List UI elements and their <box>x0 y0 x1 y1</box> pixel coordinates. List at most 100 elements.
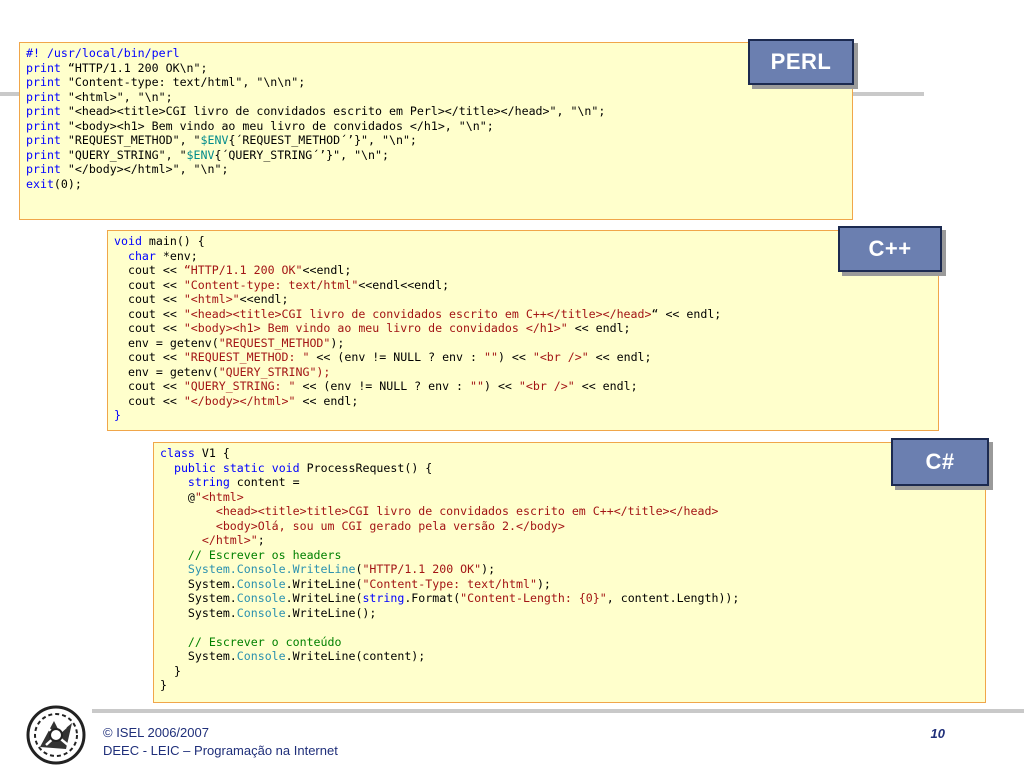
code-token: print <box>26 118 61 133</box>
code-line: print "QUERY_STRING", "$ENV{´QUERY_STRIN… <box>26 148 846 163</box>
cpp-label-badge: C++ <box>838 226 942 272</box>
code-token <box>216 461 223 475</box>
code-token: System. <box>160 605 237 620</box>
code-token: "<br />" <box>518 379 575 393</box>
code-token: <head><title>title>CGI livro de convidad… <box>160 504 719 518</box>
code-token: print <box>26 60 61 75</box>
code-token: $ENV <box>186 147 215 162</box>
footer-copyright: © ISEL 2006/2007 <box>103 725 209 740</box>
code-line: print "REQUEST_METHOD", "$ENV{´REQUEST_M… <box>26 133 846 148</box>
code-token: .WriteLine( <box>285 591 363 605</box>
code-line: print "</body></html>", "\n"; <box>26 162 846 177</box>
code-token <box>160 635 188 649</box>
cpp-code-block: void main() { char *env; cout << “HTTP/1… <box>107 230 939 431</box>
code-token: "QUERY_STRING"); <box>218 364 331 379</box>
code-token: <body>Olá, sou um CGI gerado pela versão… <box>160 518 565 533</box>
code-line: System.Console.WriteLine(string.Format("… <box>160 591 979 606</box>
code-token: "QUERY_STRING: " <box>183 379 296 393</box>
code-line: print “HTTP/1.1 200 OK\n"; <box>26 61 846 76</box>
code-token: << endl; <box>567 321 631 335</box>
code-token: @ <box>160 489 195 504</box>
code-token: ); <box>536 576 551 591</box>
code-token <box>160 475 188 489</box>
code-line: System.Console.WriteLine(); <box>160 606 979 621</box>
code-line: ​ <box>160 620 979 635</box>
code-token: Console <box>236 605 286 620</box>
code-token: {´REQUEST_METHOD´’}", "\n"; <box>228 133 417 147</box>
code-token: } <box>160 663 181 678</box>
code-token: “HTTP/1.1 200 OK\n"; <box>60 60 208 75</box>
bottom-divider <box>92 709 1024 713</box>
code-token: content = <box>229 475 300 489</box>
code-token: ); <box>330 335 345 350</box>
code-line: env = getenv("QUERY_STRING"); <box>114 365 932 380</box>
code-token: "HTTP/1.1 200 OK" <box>362 562 482 576</box>
code-token: ; <box>257 533 265 547</box>
code-token: << (env != NULL ? env : <box>295 379 471 393</box>
code-token: main() { <box>141 234 205 248</box>
code-line: } <box>114 408 932 423</box>
code-token <box>265 461 272 475</box>
code-line: char *env; <box>114 249 932 264</box>
code-token: , content.Length)); <box>606 591 740 605</box>
code-token: ( <box>355 562 363 576</box>
code-line: cout << "QUERY_STRING: " << (env != NULL… <box>114 379 932 394</box>
code-token: "</body></html>", "\n"; <box>60 162 229 176</box>
code-token: "<body><h1> Bem vindo ao meu livro de co… <box>183 321 568 335</box>
code-line: #! /usr/local/bin/perl <box>26 46 846 61</box>
code-token: print <box>26 162 61 176</box>
code-token: "Content-Length: {0}" <box>460 591 607 605</box>
code-line: System.Console.WriteLine(content); <box>160 649 979 664</box>
code-token: "REQUEST_METHOD", " <box>60 133 201 147</box>
code-token: exit <box>26 176 54 191</box>
page-number: 10 <box>930 726 945 741</box>
code-token: print <box>26 75 61 89</box>
code-token: "<br />" <box>532 350 589 364</box>
code-token: .WriteLine(); <box>285 605 377 620</box>
code-token: cout << <box>114 321 184 335</box>
code-token: << endl; <box>295 393 359 408</box>
isel-logo <box>26 705 86 765</box>
code-token: ); <box>481 562 496 576</box>
code-token: "</body></html>" <box>183 393 296 408</box>
code-token: System.Console.WriteLine <box>187 562 356 576</box>
code-token: "REQUEST_METHOD: " <box>183 350 310 364</box>
code-token <box>160 548 188 562</box>
code-token: ) << <box>483 379 519 393</box>
perl-label-badge: PERL <box>748 39 854 85</box>
code-token: cout << <box>114 263 184 277</box>
code-token: print <box>26 133 61 147</box>
code-token: // Escrever os headers <box>187 547 342 562</box>
code-token: string <box>187 475 230 489</box>
code-token: cout << <box>114 379 184 393</box>
code-line: string content = <box>160 475 979 490</box>
code-token: } <box>114 408 121 422</box>
code-token: $ENV <box>200 133 229 147</box>
code-token: env = getenv( <box>114 364 219 379</box>
footer-course: DEEC - LEIC – Programação na Internet <box>103 743 338 758</box>
code-line: cout << "<head><title>CGI livro de convi… <box>114 307 932 322</box>
code-token: << (env != NULL ? env : <box>309 350 484 364</box>
code-token: void <box>114 234 142 248</box>
code-token: <<endl; <box>302 263 352 277</box>
code-token: char <box>127 248 156 263</box>
code-token: .Format( <box>404 591 461 605</box>
code-token: ) << <box>497 350 533 364</box>
code-line: } <box>160 664 979 679</box>
code-token: "QUERY_STRING", " <box>60 147 187 162</box>
code-token: "<html>", "\n"; <box>60 89 173 104</box>
code-line: } <box>160 678 979 693</box>
code-token: string <box>362 591 405 605</box>
code-token: Console <box>236 649 286 663</box>
code-token: .WriteLine(content); <box>285 649 426 663</box>
code-token: “ << endl; <box>651 306 722 321</box>
code-line: cout << “HTTP/1.1 200 OK"<<endl; <box>114 263 932 278</box>
code-token: "<html>" <box>183 292 240 306</box>
code-line: System.Console.WriteLine("Content-Type: … <box>160 577 979 592</box>
code-line: exit(0); <box>26 177 846 192</box>
code-line: print "<html>", "\n"; <box>26 90 846 105</box>
code-line: @"<html> <box>160 490 979 505</box>
code-token: cout << <box>114 393 184 408</box>
code-token: cout << <box>114 350 184 364</box>
code-token: "" <box>483 350 498 364</box>
